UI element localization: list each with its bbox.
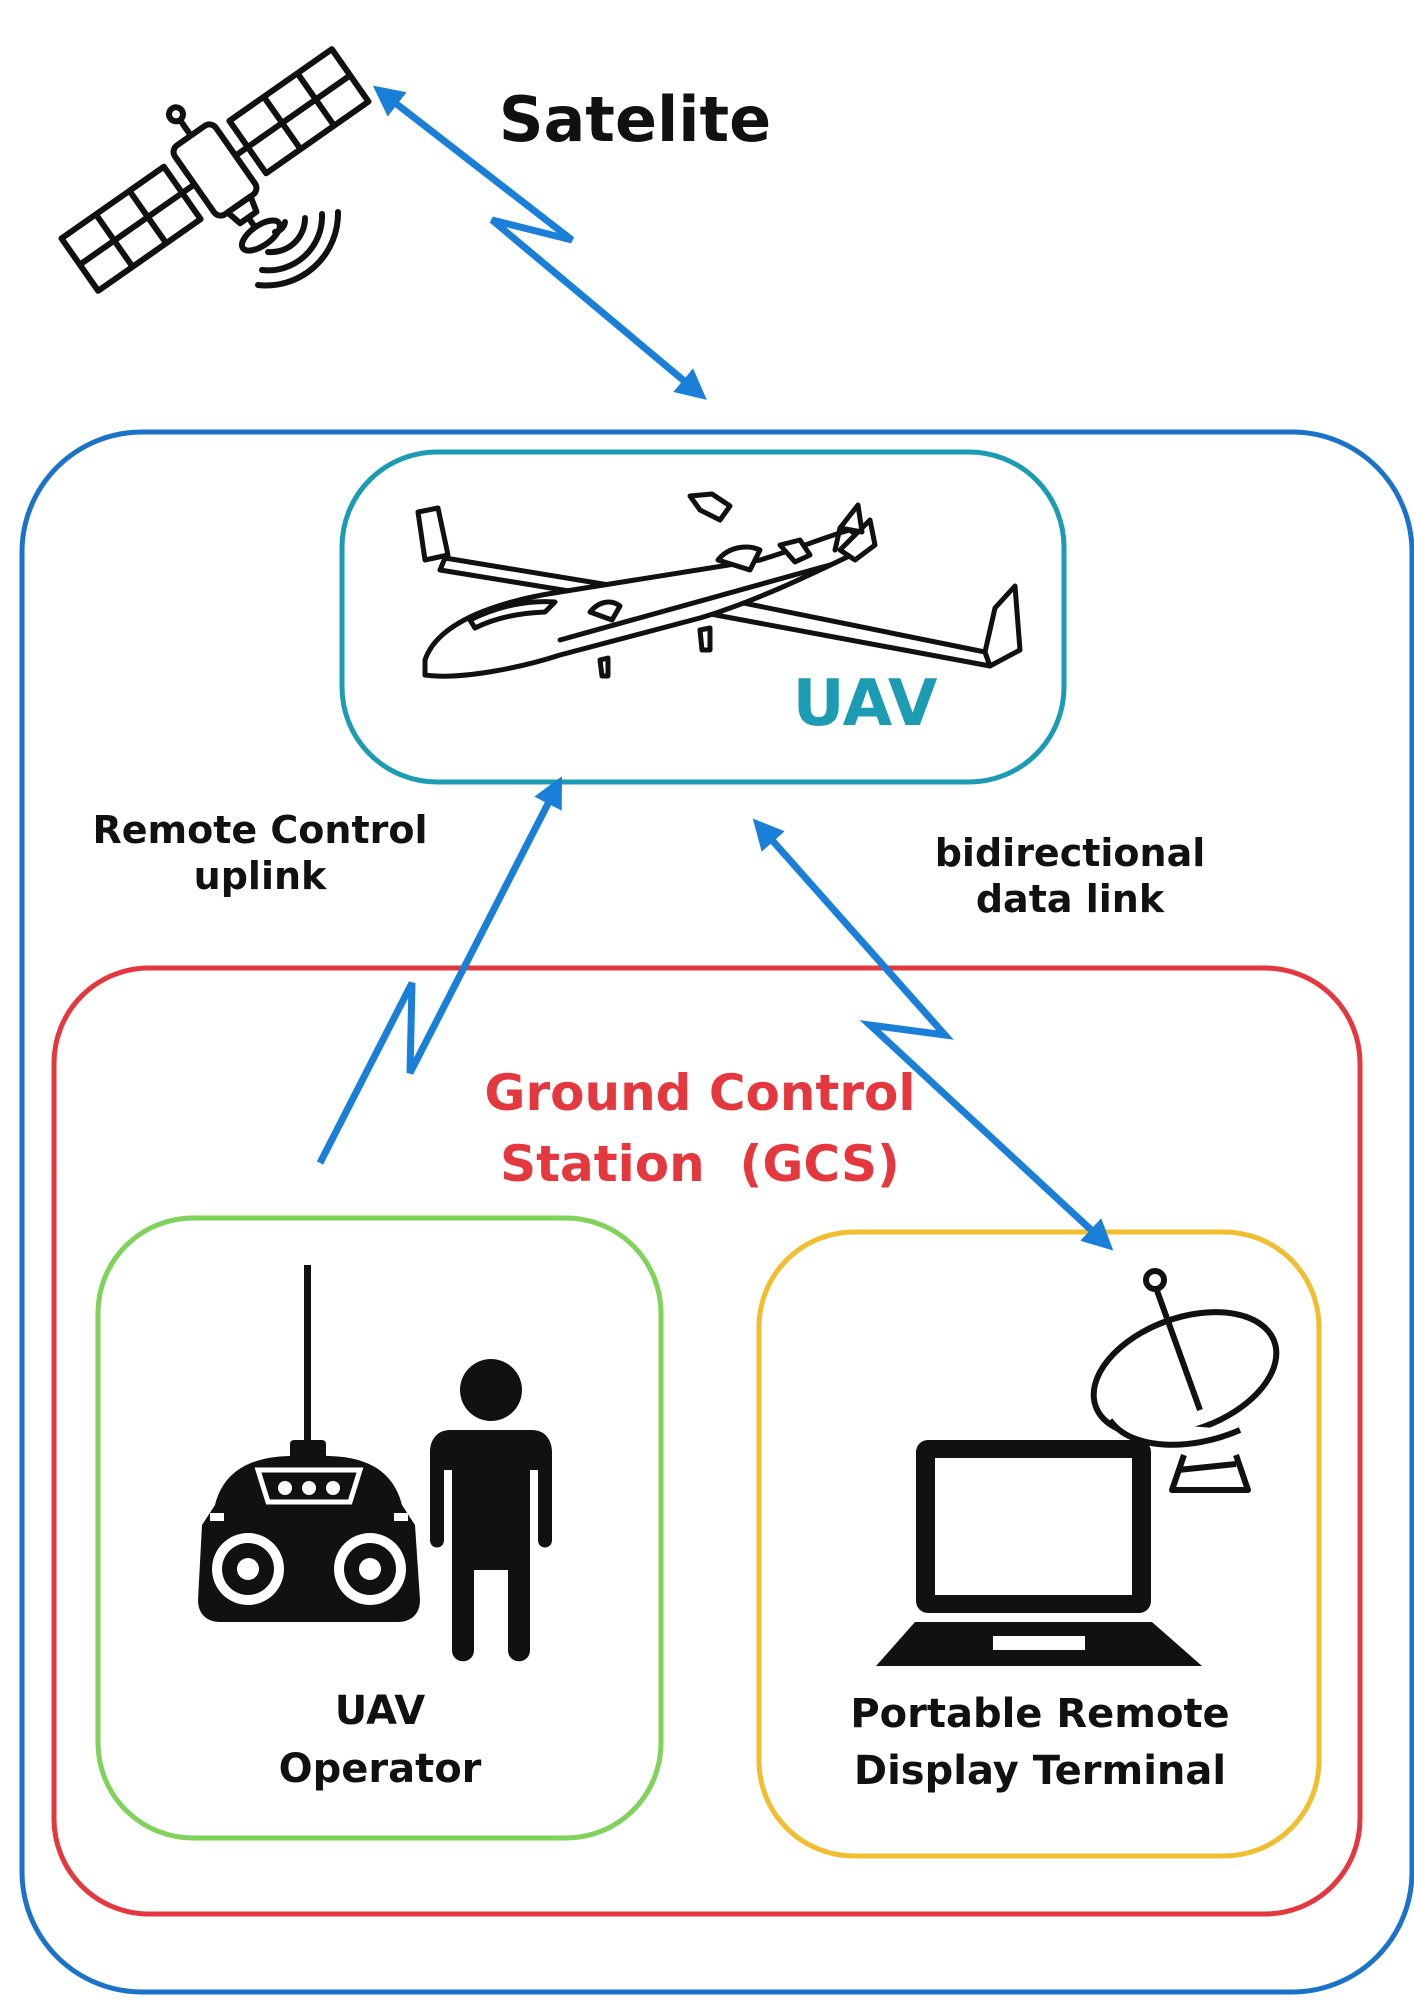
data-link-line-2: data link	[975, 877, 1165, 922]
operator-label: UAV Operator	[240, 1682, 520, 1798]
operator-line-2: Operator	[278, 1746, 482, 1792]
remote-control-uplink-label: Remote Control uplink	[60, 807, 460, 900]
terminal-label: Portable Remote Display Terminal	[800, 1686, 1280, 1800]
bidirectional-data-link-label: bidirectional data link	[880, 830, 1260, 923]
data-link-line-1: bidirectional	[934, 831, 1206, 875]
gcs-line-2: Station (GCS)	[500, 1135, 900, 1193]
laptop-icon	[876, 1440, 1202, 1666]
remote-controller-icon	[198, 1265, 420, 1622]
gcs-line-1: Ground Control	[484, 1064, 916, 1122]
terminal-line-1: Portable Remote	[850, 1691, 1230, 1737]
outer-system-box	[19, 429, 1414, 1995]
satellite-label: Satelite	[498, 83, 772, 156]
uav-label: UAV	[792, 667, 938, 741]
satellite-dish-icon	[1090, 1268, 1280, 1493]
satellite-link-arrow	[372, 85, 707, 400]
uplink-arrow	[316, 776, 563, 1165]
remote-control-uplink-line-1: Remote Control	[92, 808, 428, 852]
operator-box	[95, 1215, 664, 1841]
terminal-line-2: Display Terminal	[853, 1747, 1227, 1794]
operator-line-1: UAV	[334, 1688, 426, 1734]
gcs-box	[51, 965, 1363, 1917]
signal-waves-icon	[255, 209, 342, 289]
uav-box	[339, 449, 1067, 785]
person-icon	[430, 1359, 552, 1662]
gcs-label: Ground Control Station (GCS)	[440, 1058, 960, 1200]
satellite-icon	[58, 46, 372, 294]
remote-control-uplink-line-2: uplink	[193, 854, 327, 899]
data-link-arrow	[752, 818, 1114, 1251]
drone-icon	[415, 491, 1023, 679]
